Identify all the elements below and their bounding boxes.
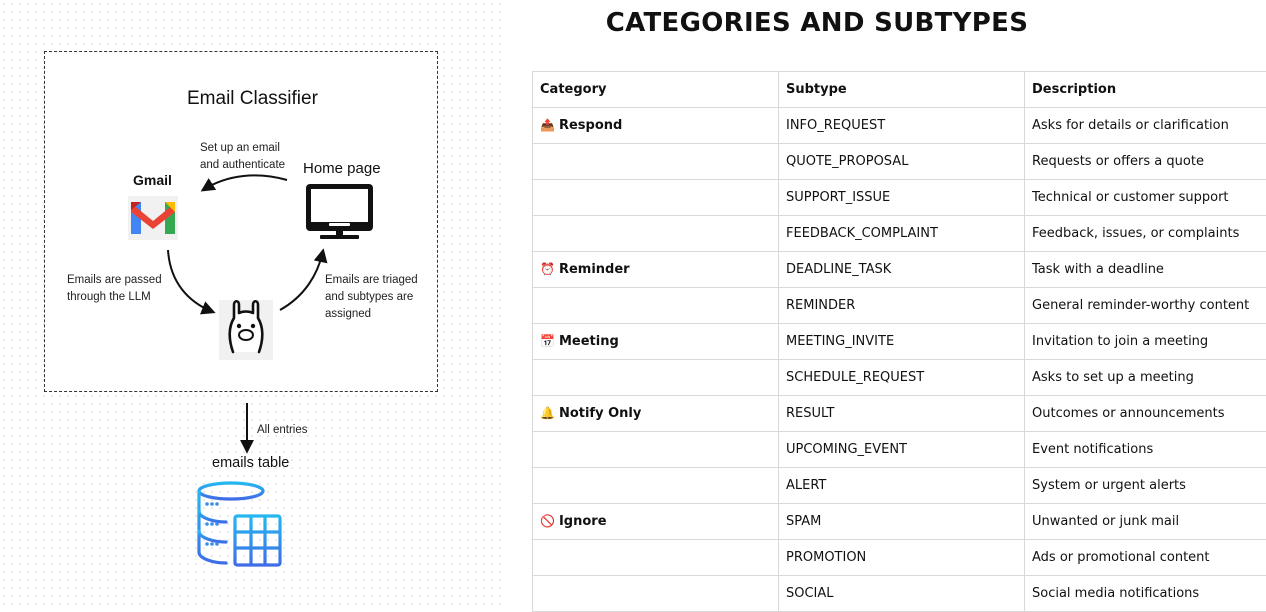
description-cell: Social media notifications — [1025, 576, 1266, 612]
subtype-cell: ALERT — [779, 468, 1025, 504]
description-cell: Event notifications — [1025, 432, 1266, 468]
category-cell — [533, 180, 779, 216]
category-emoji-icon: 🔔 — [540, 406, 555, 420]
category-cell: 🚫 Ignore — [533, 504, 779, 540]
subtype-cell: SOCIAL — [779, 576, 1025, 612]
description-cell: Requests or offers a quote — [1025, 144, 1266, 180]
subtype-cell: SPAM — [779, 504, 1025, 540]
description-cell: Ads or promotional content — [1025, 540, 1266, 576]
description-cell: General reminder-worthy content — [1025, 288, 1266, 324]
subtype-cell: UPCOMING_EVENT — [779, 432, 1025, 468]
description-cell: Task with a deadline — [1025, 252, 1266, 288]
arrow-llm-to-home — [280, 251, 323, 310]
table-header-row: Category Subtype Description — [533, 72, 1266, 108]
arrow-gmail-to-llm — [168, 250, 213, 312]
subtype-cell: SCHEDULE_REQUEST — [779, 360, 1025, 396]
category-emoji-icon: 📅 — [540, 334, 555, 348]
subtype-cell: QUOTE_PROPOSAL — [779, 144, 1025, 180]
category-cell: 📤 Respond — [533, 108, 779, 144]
category-emoji-icon: 📤 — [540, 118, 555, 132]
category-label: Notify Only — [559, 406, 641, 421]
description-cell: System or urgent alerts — [1025, 468, 1266, 504]
description-cell: Asks for details or clarification — [1025, 108, 1266, 144]
subtype-cell: INFO_REQUEST — [779, 108, 1025, 144]
column-header: Subtype — [779, 72, 1025, 108]
category-cell — [533, 540, 779, 576]
category-emoji-icon: ⏰ — [540, 262, 555, 276]
subtype-cell: RESULT — [779, 396, 1025, 432]
category-cell — [533, 360, 779, 396]
subtype-cell: REMINDER — [779, 288, 1025, 324]
description-cell: Outcomes or announcements — [1025, 396, 1266, 432]
category-label: Respond — [559, 118, 622, 133]
description-cell: Asks to set up a meeting — [1025, 360, 1266, 396]
category-cell — [533, 216, 779, 252]
gmail-icon — [128, 196, 178, 240]
category-label: Meeting — [559, 334, 619, 349]
column-header: Description — [1025, 72, 1266, 108]
description-cell: Feedback, issues, or complaints — [1025, 216, 1266, 252]
llama-icon — [219, 300, 273, 360]
subtype-cell: SUPPORT_ISSUE — [779, 180, 1025, 216]
category-label: Reminder — [559, 262, 630, 277]
categories-table: Category Subtype Description 📤 Respond INF… — [532, 71, 1266, 612]
description-cell: Unwanted or junk mail — [1025, 504, 1266, 540]
category-cell — [533, 432, 779, 468]
table-title: CATEGORIES AND SUBTYPES — [532, 8, 1102, 38]
category-emoji-icon: 🚫 — [540, 514, 555, 528]
monitor-icon — [306, 184, 373, 239]
subtype-cell: DEADLINE_TASK — [779, 252, 1025, 288]
diagram-graphics — [0, 0, 505, 606]
column-header: Category — [533, 72, 779, 108]
arrow-home-to-gmail — [203, 175, 287, 190]
category-cell — [533, 288, 779, 324]
category-cell — [533, 468, 779, 504]
subtype-cell: PROMOTION — [779, 540, 1025, 576]
category-cell: 🔔 Notify Only — [533, 396, 779, 432]
subtype-cell: FEEDBACK_COMPLAINT — [779, 216, 1025, 252]
description-cell: Invitation to join a meeting — [1025, 324, 1266, 360]
category-cell: ⏰ Reminder — [533, 252, 779, 288]
database-table-icon — [199, 483, 280, 565]
subtype-cell: MEETING_INVITE — [779, 324, 1025, 360]
description-cell: Technical or customer support — [1025, 180, 1266, 216]
category-cell: 📅 Meeting — [533, 324, 779, 360]
category-cell — [533, 144, 779, 180]
category-label: Ignore — [559, 514, 607, 529]
category-cell — [533, 576, 779, 612]
